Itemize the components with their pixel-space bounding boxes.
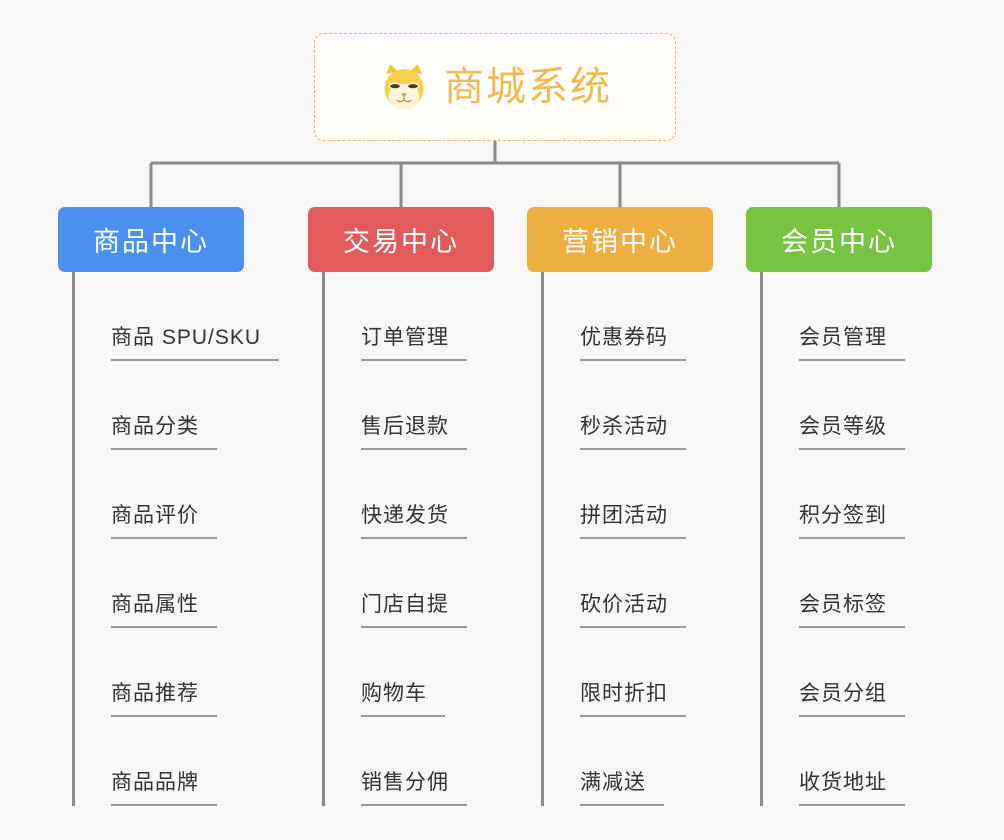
- list-item[interactable]: 秒杀活动: [544, 361, 686, 450]
- list-item[interactable]: 销售分佣: [325, 717, 467, 806]
- list-item[interactable]: 满减送: [544, 717, 686, 806]
- list-item[interactable]: 会员分组: [763, 628, 905, 717]
- leaf-label: 商品属性: [111, 593, 217, 628]
- list-item[interactable]: 商品 SPU/SKU: [75, 272, 280, 361]
- list-item[interactable]: 会员管理: [763, 272, 905, 361]
- leaf-label: 快递发货: [361, 504, 467, 539]
- leaf-list-trade-center: 订单管理 售后退款 快递发货 门店自提 购物车 销售分佣: [322, 272, 467, 806]
- category-label: 商品中心: [93, 227, 209, 257]
- leaf-label: 销售分佣: [361, 771, 467, 806]
- list-item[interactable]: 商品品牌: [75, 717, 279, 806]
- leaf-list-member-center: 会员管理 会员等级 积分签到 会员标签 会员分组 收货地址: [760, 272, 905, 806]
- category-label: 会员中心: [781, 227, 897, 257]
- leaf-label: 订单管理: [361, 326, 467, 361]
- leaf-label: 会员管理: [799, 326, 905, 361]
- list-item[interactable]: 商品属性: [75, 539, 279, 628]
- leaf-label: 收货地址: [799, 771, 905, 806]
- list-item[interactable]: 商品评价: [75, 450, 279, 539]
- leaf-label: 门店自提: [361, 593, 467, 628]
- leaf-label: 会员分组: [799, 682, 905, 717]
- leaf-label: 砍价活动: [580, 593, 686, 628]
- leaf-list-product-center: 商品 SPU/SKU 商品分类 商品评价 商品属性 商品推荐 商品品牌: [72, 272, 280, 806]
- list-item[interactable]: 会员等级: [763, 361, 905, 450]
- root-node-shop-system[interactable]: 商城系统: [314, 33, 676, 141]
- leaf-label: 商品分类: [111, 415, 217, 450]
- category-label: 营销中心: [562, 227, 678, 257]
- leaf-label: 拼团活动: [580, 504, 686, 539]
- leaf-label: 积分签到: [799, 504, 905, 539]
- leaf-label: 秒杀活动: [580, 415, 686, 450]
- category-box-marketing-center[interactable]: 营销中心: [527, 207, 713, 272]
- leaf-label: 会员标签: [799, 593, 905, 628]
- category-box-trade-center[interactable]: 交易中心: [308, 207, 494, 272]
- list-item[interactable]: 订单管理: [325, 272, 467, 361]
- leaf-label: 商品品牌: [111, 771, 217, 806]
- category-label: 交易中心: [343, 227, 459, 257]
- list-item[interactable]: 商品分类: [75, 361, 279, 450]
- list-item[interactable]: 门店自提: [325, 539, 467, 628]
- list-item[interactable]: 积分签到: [763, 450, 905, 539]
- category-box-member-center[interactable]: 会员中心: [746, 207, 932, 272]
- leaf-label: 商品推荐: [111, 682, 217, 717]
- leaf-label: 限时折扣: [580, 682, 686, 717]
- list-item[interactable]: 砍价活动: [544, 539, 686, 628]
- list-item[interactable]: 售后退款: [325, 361, 467, 450]
- list-item[interactable]: 购物车: [325, 628, 467, 717]
- leaf-label: 购物车: [361, 682, 445, 717]
- list-item[interactable]: 收货地址: [763, 717, 905, 806]
- leaf-list-marketing-center: 优惠券码 秒杀活动 拼团活动 砍价活动 限时折扣 满减送: [541, 272, 686, 806]
- leaf-label: 优惠券码: [580, 326, 686, 361]
- shiba-dog-face-icon: [378, 61, 430, 113]
- leaf-label: 商品 SPU/SKU: [111, 326, 280, 361]
- leaf-label: 商品评价: [111, 504, 217, 539]
- leaf-label: 售后退款: [361, 415, 467, 450]
- category-box-product-center[interactable]: 商品中心: [58, 207, 244, 272]
- root-title: 商城系统: [444, 65, 612, 109]
- list-item[interactable]: 商品推荐: [75, 628, 279, 717]
- leaf-label: 会员等级: [799, 415, 905, 450]
- leaf-label: 满减送: [580, 771, 664, 806]
- list-item[interactable]: 快递发货: [325, 450, 467, 539]
- list-item[interactable]: 优惠券码: [544, 272, 686, 361]
- list-item[interactable]: 限时折扣: [544, 628, 686, 717]
- list-item[interactable]: 拼团活动: [544, 450, 686, 539]
- list-item[interactable]: 会员标签: [763, 539, 905, 628]
